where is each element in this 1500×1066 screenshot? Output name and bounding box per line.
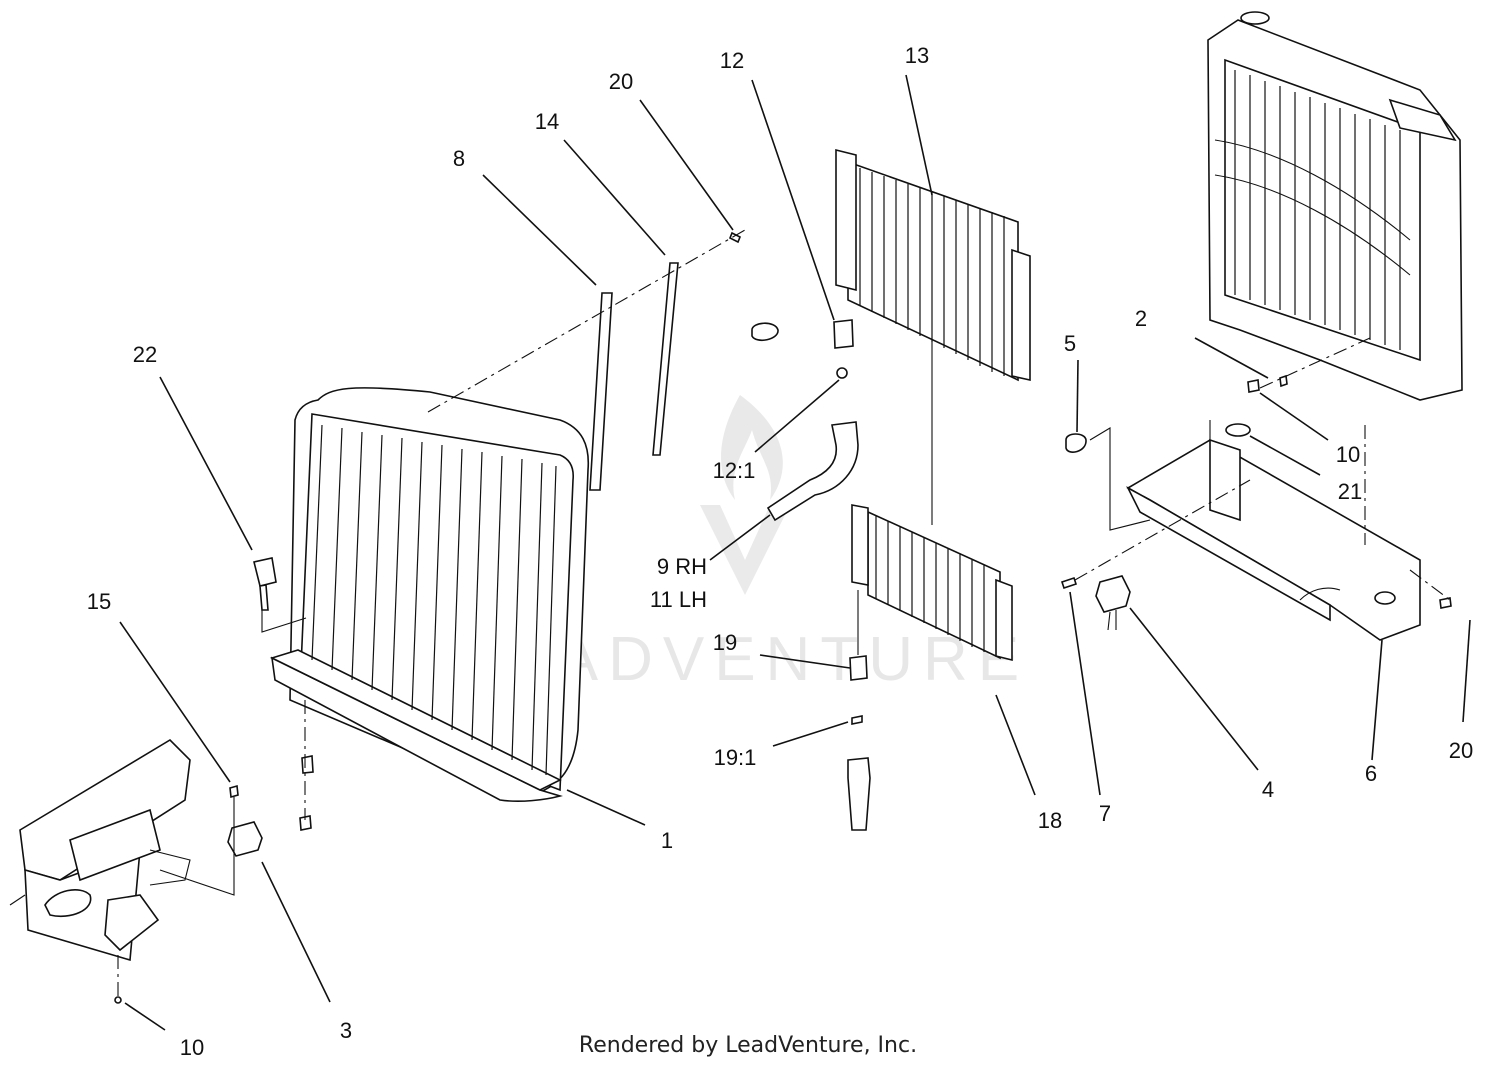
callout-9-rh: 9 RH [657, 554, 707, 579]
fitting-12 [833, 319, 854, 349]
o-ring-12-1 [836, 367, 848, 379]
callout-20-top: 20 [609, 69, 633, 94]
seal-strip-14 [652, 262, 679, 456]
o-ring-19-1 [851, 715, 863, 725]
footer-credit: Rendered by LeadVenture, Inc. [579, 1033, 917, 1058]
fitting-19 [849, 655, 868, 681]
watermark-logo [700, 395, 790, 595]
lower-hose [847, 757, 871, 831]
screw-20-top [728, 231, 742, 244]
cap-nut [751, 322, 779, 342]
oil-cooler-18 [851, 504, 1013, 662]
hose-9-11 [766, 421, 859, 522]
callout-4: 4 [1262, 777, 1274, 802]
callout-1: 1 [661, 828, 673, 853]
callout-13: 13 [905, 43, 929, 68]
callout-10-bottom: 10 [180, 1035, 204, 1060]
callout-15: 15 [87, 589, 111, 614]
radiator [1207, 11, 1463, 401]
callout-7: 7 [1099, 801, 1111, 826]
callout-19: 19 [713, 630, 737, 655]
screw-20-right [1439, 597, 1452, 609]
o-ring-2 [1279, 374, 1288, 388]
nut-10-right [1247, 379, 1260, 393]
callout-18: 18 [1038, 808, 1062, 833]
screw-15 [229, 784, 239, 799]
callout-19-1: 19:1 [714, 745, 757, 770]
callout-11-lh: 11 LH [650, 587, 707, 612]
callout-3: 3 [340, 1018, 352, 1043]
callout-8: 8 [453, 146, 465, 171]
callout-14: 14 [535, 109, 559, 134]
callout-6: 6 [1365, 761, 1377, 786]
front-grille [269, 387, 590, 803]
latch-22 [253, 557, 307, 633]
mounting-bracket-6 [1126, 438, 1421, 641]
callout-20-right: 20 [1449, 738, 1473, 763]
nut-under-grille [301, 755, 314, 774]
grommet-5 [1065, 433, 1087, 453]
relay-3 [227, 821, 263, 857]
callout-12: 12 [720, 48, 744, 73]
callout-10-right: 10 [1336, 442, 1360, 467]
seal-strip-8 [589, 292, 613, 491]
oil-cooler-13 [835, 148, 1031, 382]
nut-10-bottom [114, 996, 122, 1004]
relay-4 [1095, 575, 1131, 613]
callout-5: 5 [1064, 331, 1076, 356]
callout-2: 2 [1135, 306, 1147, 331]
nut-under-grille-2 [299, 815, 312, 831]
callout-21: 21 [1338, 479, 1362, 504]
leader-lines [119, 74, 1471, 1031]
screw-7 [1060, 576, 1078, 590]
grommet-21 [1225, 423, 1251, 437]
hood-bracket [9, 738, 191, 962]
callout-22: 22 [133, 342, 157, 367]
callout-12-1: 12:1 [713, 458, 756, 483]
